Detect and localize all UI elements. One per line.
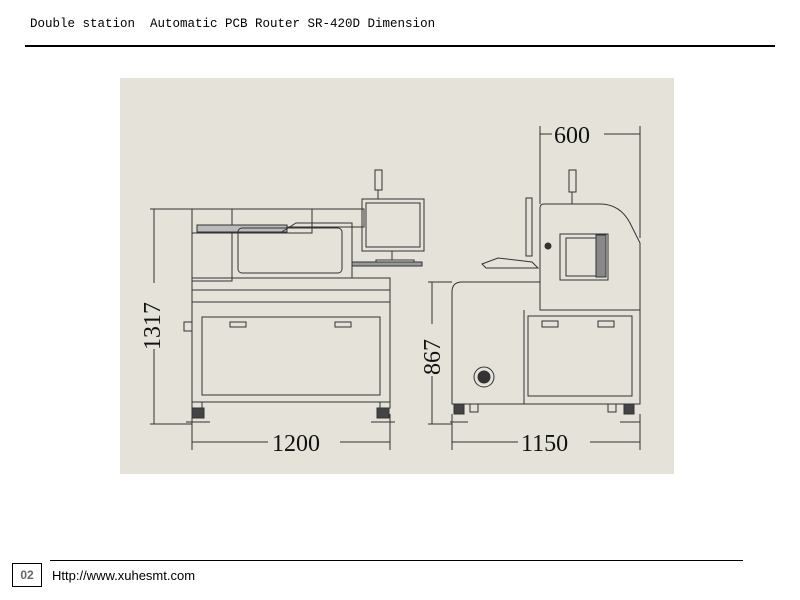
dimension-drawing: 1317 1200 600 867 1150 [120,78,674,474]
website-url[interactable]: Http://www.xuhesmt.com [52,568,196,583]
page-title: Double station Automatic PCB Router SR-4… [30,17,436,31]
footer-divider [50,560,743,561]
dimension-drawing-svg: 1317 1200 600 867 1150 [138,122,641,457]
dim-side-top-width: 600 [554,123,590,149]
dim-side-width: 1150 [521,431,568,457]
dim-front-height: 1317 [140,302,166,350]
page-number: 02 [12,563,42,587]
dim-side-height: 867 [420,339,446,375]
front-view [183,169,425,423]
side-view [450,169,641,423]
dim-front-width: 1200 [272,431,320,457]
header-divider [25,45,775,47]
